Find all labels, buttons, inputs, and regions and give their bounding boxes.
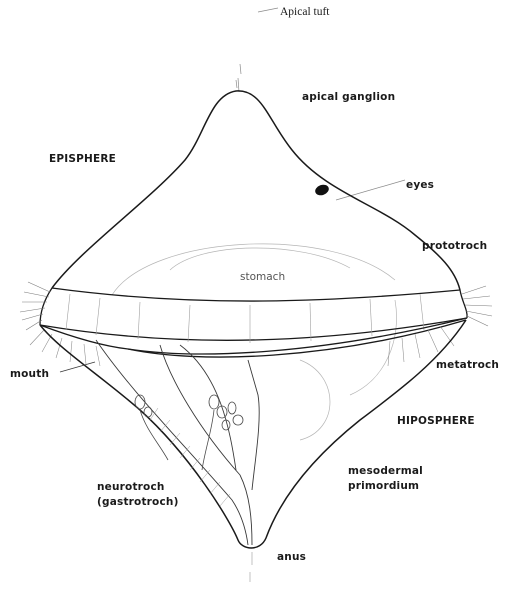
eyes-leader-line: [336, 180, 405, 200]
label-mouth: mouth: [10, 368, 49, 380]
label-prototroch: prototroch: [422, 240, 487, 252]
anal-cilia: [250, 552, 252, 582]
label-stomach: stomach: [240, 271, 285, 283]
label-apical-tuft: Apical tuft: [280, 6, 330, 19]
label-apical-ganglion: apical ganglion: [302, 91, 395, 103]
label-anus: anus: [277, 551, 306, 563]
gut-lines: [60, 340, 259, 545]
eye-spot: [314, 183, 331, 197]
label-mesodermal: mesodermal: [348, 465, 423, 477]
label-metatroch: metatroch: [436, 359, 499, 371]
label-primordium: primordium: [348, 480, 419, 492]
label-hiposphere: HIPOSPHERE: [397, 415, 475, 427]
episphere-outline: [52, 91, 460, 290]
label-eyes: eyes: [406, 179, 434, 191]
apical-tuft-cilia: [236, 8, 278, 92]
label-neurotroch: neurotroch: [97, 481, 165, 493]
label-episphere: EPISPHERE: [49, 153, 116, 165]
label-gastrotroch: (gastrotroch): [97, 496, 179, 508]
hiposphere-outline: [40, 320, 466, 548]
